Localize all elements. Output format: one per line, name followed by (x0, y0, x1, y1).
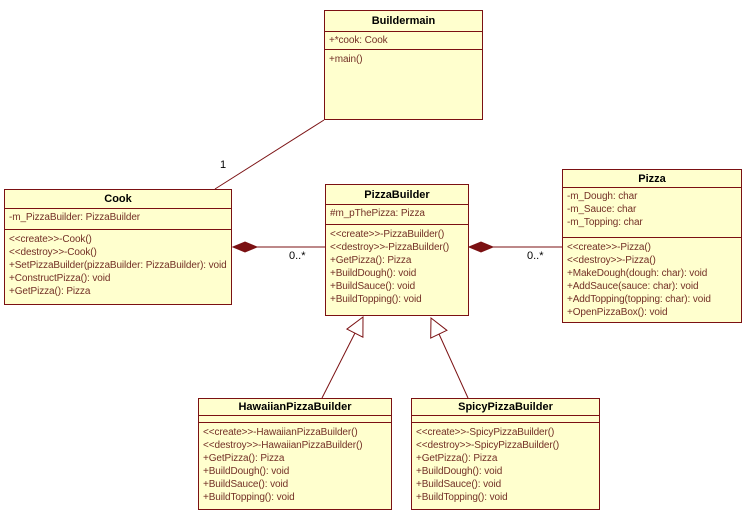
attribute-item: -m_Dough: char (567, 191, 638, 202)
class-box-pizza[interactable]: Pizza -m_Dough: char -m_Sauce: char -m_T… (562, 169, 742, 323)
attributes-compartment: -m_Dough: char -m_Sauce: char -m_Topping… (563, 188, 741, 238)
attributes-compartment: +*cook: Cook (325, 32, 482, 50)
class-title: PizzaBuilder (326, 185, 468, 205)
operations-compartment: <<create>>-Pizza() <<destroy>>-Pizza() +… (563, 238, 741, 322)
operation-item: +GetPizza(): Pizza (330, 255, 412, 266)
generalization-arrow-hawaiian (345, 315, 364, 339)
class-title: SpicyPizzaBuilder (412, 399, 599, 416)
operation-item: +ConstructPizza(): void (9, 273, 111, 284)
class-title: Buildermain (325, 11, 482, 32)
composition-diamond-pizzabuilder (467, 241, 495, 253)
attributes-compartment: -m_PizzaBuilder: PizzaBuilder (5, 209, 231, 230)
class-box-cook[interactable]: Cook -m_PizzaBuilder: PizzaBuilder <<cre… (4, 189, 232, 305)
operation-item: +BuildDough(): void (203, 466, 290, 477)
multiplicity-label-pizzabuilder-pizza: 0..* (527, 250, 544, 262)
attributes-compartment-empty (412, 416, 599, 423)
operation-item: +AddSauce(sauce: char): void (567, 281, 699, 292)
operation-item: <<create>>-Cook() (9, 234, 92, 245)
operation-item: <<destroy>>-HawaiianPizzaBuilder() (203, 440, 363, 451)
class-box-hawaiianpizzabuilder[interactable]: HawaiianPizzaBuilder <<create>>-Hawaiian… (198, 398, 392, 510)
attribute-item: -m_Sauce: char (567, 204, 637, 215)
operation-item: +GetPizza(): Pizza (416, 453, 498, 464)
class-title: Cook (5, 190, 231, 209)
class-title: Pizza (563, 170, 741, 188)
generalization-arrow-spicy (430, 316, 448, 339)
operation-item: +main() (329, 54, 363, 65)
generalization-hawaiian-pizzabuilder[interactable] (321, 332, 356, 399)
operation-item: <<destroy>>-Pizza() (567, 255, 656, 266)
multiplicity-label-cook-pizzabuilder: 0..* (289, 250, 306, 262)
operation-item: +AddTopping(topping: char): void (567, 294, 711, 305)
attribute-item: -m_Topping: char (567, 217, 643, 228)
attribute-item: #m_pThePizza: Pizza (330, 208, 425, 219)
attribute-item: +*cook: Cook (329, 35, 388, 46)
composition-diamond-cook (231, 241, 259, 253)
operation-item: +BuildSauce(): void (203, 479, 289, 490)
attribute-item: -m_PizzaBuilder: PizzaBuilder (9, 212, 141, 223)
class-box-spicypizzabuilder[interactable]: SpicyPizzaBuilder <<create>>-SpicyPizzaB… (411, 398, 600, 510)
class-box-pizzabuilder[interactable]: PizzaBuilder #m_pThePizza: Pizza <<creat… (325, 184, 469, 316)
association-buildermain-cook[interactable] (214, 119, 325, 190)
operation-item: +BuildTopping(): void (330, 294, 422, 305)
operation-item: +MakeDough(dough: char): void (567, 268, 708, 279)
operations-compartment: <<create>>-HawaiianPizzaBuilder() <<dest… (199, 423, 391, 509)
operations-compartment: <<create>>-PizzaBuilder() <<destroy>>-Pi… (326, 225, 468, 315)
operations-compartment: <<create>>-SpicyPizzaBuilder() <<destroy… (412, 423, 599, 509)
operation-item: +BuildSauce(): void (330, 281, 416, 292)
operation-item: +GetPizza(): Pizza (203, 453, 285, 464)
operation-item: <<create>>-SpicyPizzaBuilder() (416, 427, 555, 438)
multiplicity-label-buildermain-cook: 1 (220, 159, 227, 171)
operation-item: <<create>>-HawaiianPizzaBuilder() (203, 427, 358, 438)
operation-item: +BuildDough(): void (416, 466, 503, 477)
operation-item: <<destroy>>-Cook() (9, 247, 97, 258)
operations-compartment: +main() (325, 50, 482, 119)
operation-item: <<destroy>>-SpicyPizzaBuilder() (416, 440, 560, 451)
operation-item: +BuildSauce(): void (416, 479, 502, 490)
operation-item: +BuildTopping(): void (416, 492, 508, 503)
attributes-compartment-empty (199, 416, 391, 423)
operation-item: +OpenPizzaBox(): void (567, 307, 668, 318)
class-box-buildermain[interactable]: Buildermain +*cook: Cook +main() (324, 10, 483, 120)
class-title: HawaiianPizzaBuilder (199, 399, 391, 416)
operation-item: <<create>>-Pizza() (567, 242, 651, 253)
attributes-compartment: #m_pThePizza: Pizza (326, 205, 468, 225)
operation-item: +SetPizzaBuilder(pizzaBuilder: PizzaBuil… (9, 260, 227, 271)
operation-item: <<create>>-PizzaBuilder() (330, 229, 445, 240)
operations-compartment: <<create>>-Cook() <<destroy>>-Cook() +Se… (5, 230, 231, 304)
operation-item: <<destroy>>-PizzaBuilder() (330, 242, 450, 253)
operation-item: +GetPizza(): Pizza (9, 286, 91, 297)
operation-item: +BuildDough(): void (330, 268, 417, 279)
operation-item: +BuildTopping(): void (203, 492, 295, 503)
generalization-spicy-pizzabuilder[interactable] (438, 333, 469, 399)
